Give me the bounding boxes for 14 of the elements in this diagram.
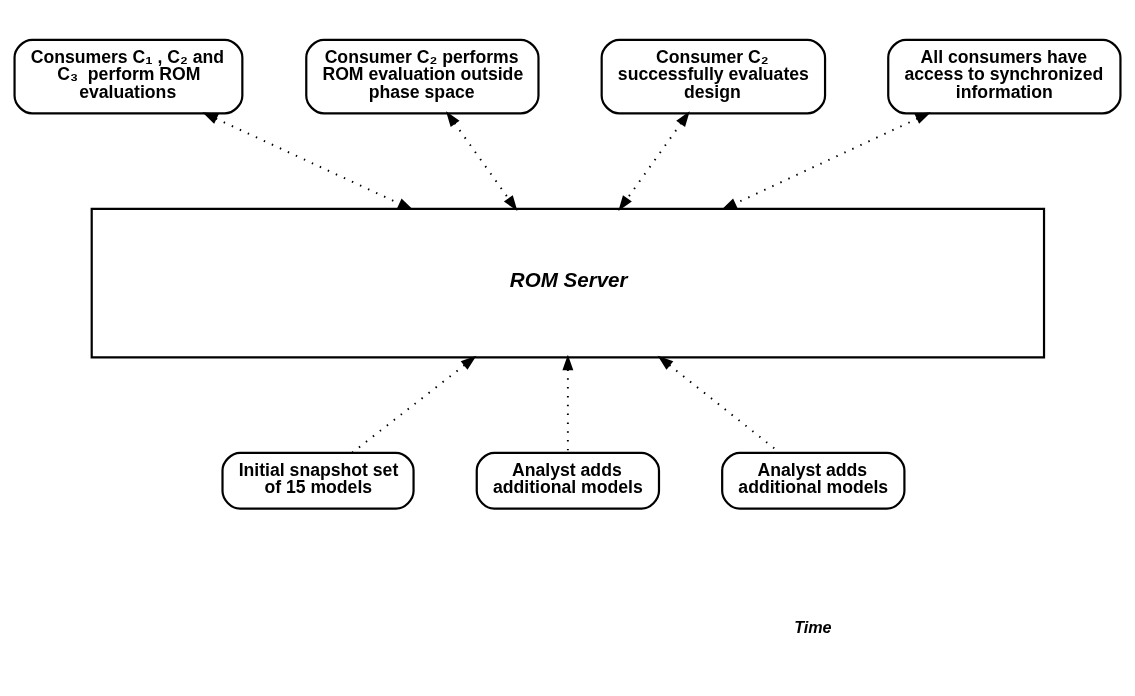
node-box: ROM Server [90,207,1046,358]
node-box: Consumer C₂ performs ROM evaluation outside phase space [305,38,540,114]
node-box: Consumers C₁ , C₂ and C₃ perform ROM evaluations [13,38,244,114]
arrow [721,111,931,210]
node-box: All consumers have access to synchronized information [887,38,1122,114]
node-box: Analyst adds additional models [721,451,906,510]
label: Time [794,617,832,636]
node-box: Initial snapshot set of 15 models [221,451,415,510]
node-box: Analyst adds additional models [475,451,661,510]
arrow [618,110,690,211]
arrow [202,111,414,210]
node-box: Consumer C₂ successfully evaluates design [600,38,827,114]
arrow [351,355,477,454]
arrow [446,110,518,211]
